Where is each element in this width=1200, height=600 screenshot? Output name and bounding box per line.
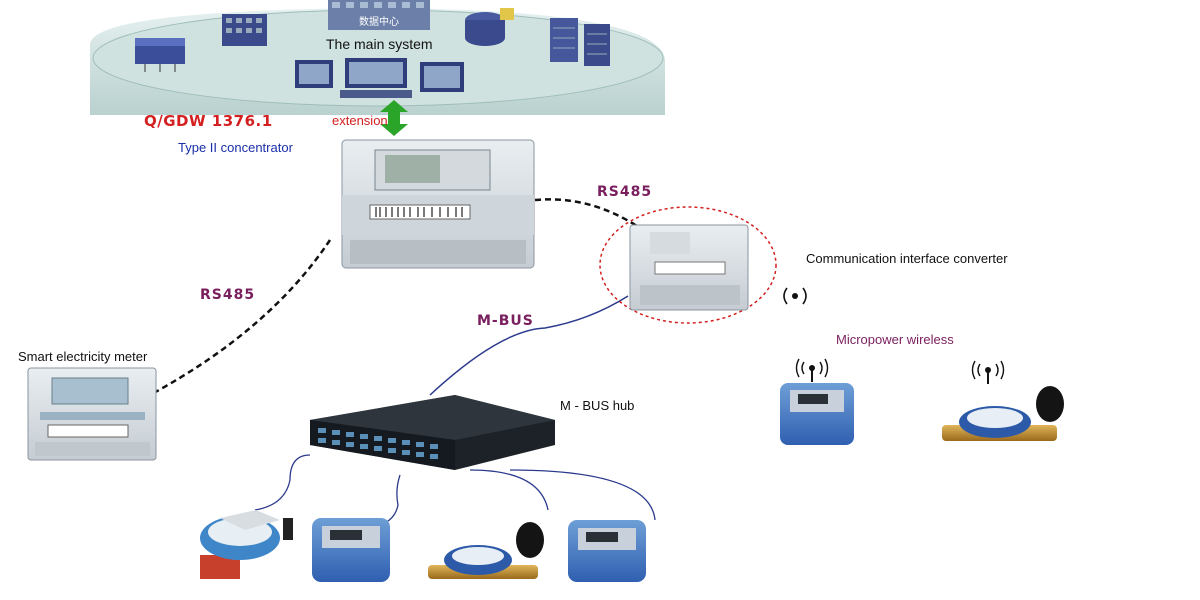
antenna-icon [971,360,1005,384]
wireless-signal-icon [783,287,807,305]
wired-gas-meter-1 [312,518,390,582]
comm-converter-device [599,206,777,324]
wired-water-meter-1 [200,510,293,579]
wired-water-meter-2 [428,522,544,579]
main-system-label: The main system [326,36,433,52]
protocol-label: Q/GDW 1376.1 [144,112,273,130]
main-system-platform: 数据中心 [90,0,665,115]
rs485-top-label: RS485 [597,184,653,200]
wireless-water-meter [942,360,1064,441]
wired-gas-meter-2 [568,520,646,582]
bidirectional-arrow-icon [380,100,408,136]
mbus-hub-device [310,395,555,470]
antenna-icon [795,358,829,382]
data-center-icon: 数据中心 [328,0,430,30]
comm-converter-label: Communication interface converter [806,251,1008,266]
concentrator-label: Type II concentrator [178,140,293,155]
mbus-label: M-BUS [477,313,534,329]
smart-meter-label: Smart electricity meter [18,349,148,364]
rs485-link-top [534,198,641,230]
server-icon [135,38,185,72]
workstation-icon [295,58,464,98]
wireless-gas-meter [780,358,854,445]
mbus-hub-label: M - BUS hub [560,398,635,413]
data-center-sign: 数据中心 [359,15,399,28]
mbus-link [429,295,629,396]
concentrator-device [341,139,535,269]
rs485-link-left [149,239,332,397]
smart-meter-device [27,367,157,461]
rs485-left-label: RS485 [200,287,256,303]
rack-server-icon [550,18,610,66]
micropower-wireless-label: Micropower wireless [836,332,954,347]
database-icon [465,8,514,46]
extension-label: extension [332,113,388,128]
building-icon [222,14,267,46]
